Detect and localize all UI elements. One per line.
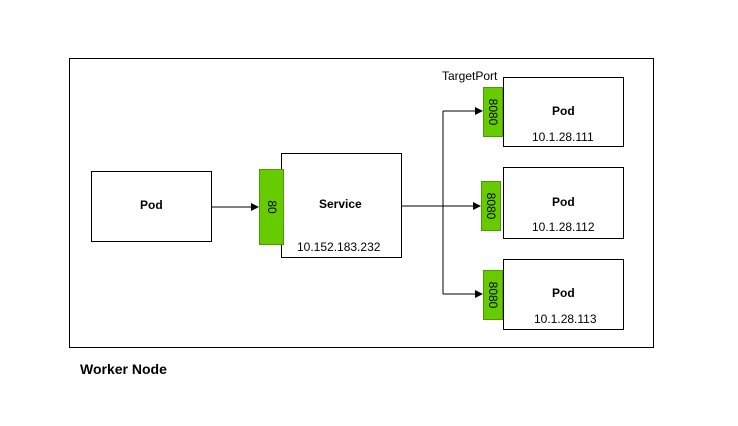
pod-port-label-1: 8080 [486,98,500,126]
pod-box-2 [503,167,624,239]
pod-label-1: Pod [552,104,575,118]
pod-port-1: 8080 [483,87,503,137]
service-box [281,153,402,258]
service-ip: 10.152.183.232 [297,240,381,254]
pod-ip-3: 10.1.28.113 [534,312,597,326]
service-port-label: 80 [264,200,279,214]
pod-port-label-2: 8080 [484,192,498,220]
service-label: Service [319,197,362,211]
pod-ip-1: 10.1.28.111 [532,130,594,144]
pod-port-3: 8080 [483,270,503,320]
pod-box-3 [503,259,624,330]
pod-port-label-3: 8080 [486,281,500,309]
client-pod-label: Pod [140,198,163,212]
pod-box-1 [503,77,624,147]
pod-label-2: Pod [552,195,575,209]
pod-label-3: Pod [552,286,575,300]
service-port: 80 [259,169,284,245]
client-pod-box [91,171,212,242]
pod-ip-2: 10.1.28.112 [532,220,595,234]
target-port-label: TargetPort [442,69,498,83]
worker-node-label: Worker Node [80,361,167,377]
pod-port-2: 8080 [481,181,501,231]
